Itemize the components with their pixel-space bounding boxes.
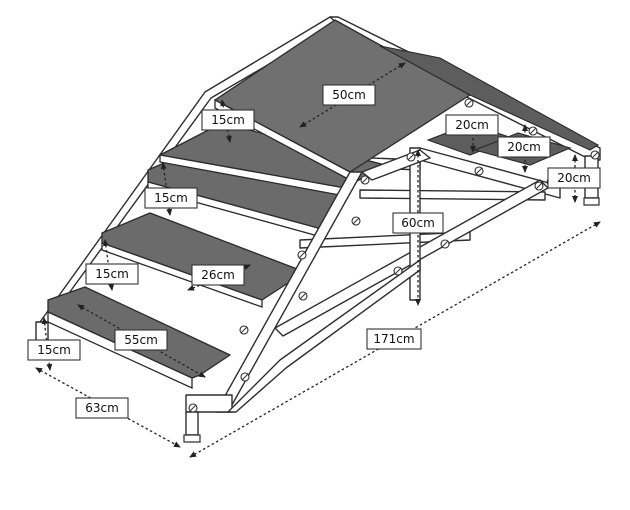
bolt: [188, 403, 198, 413]
label-rise-1: 15cm: [201, 109, 255, 131]
bolt: [393, 266, 403, 276]
bolt: [528, 126, 538, 136]
bolt: [474, 166, 484, 176]
bolt: [351, 216, 361, 226]
bolt: [360, 175, 370, 185]
bolt: [240, 372, 250, 382]
bolt: [239, 325, 249, 335]
label-tread-depth: 26cm: [191, 264, 245, 286]
svg-text:15cm: 15cm: [211, 113, 245, 127]
label-overall-length: 171cm: [366, 328, 422, 350]
label-tread-width: 55cm: [114, 329, 168, 351]
label-rise-4: 15cm: [27, 339, 81, 361]
svg-text:50cm: 50cm: [332, 88, 366, 102]
svg-text:15cm: 15cm: [154, 191, 188, 205]
label-rise-3: 15cm: [85, 263, 139, 285]
svg-text:171cm: 171cm: [373, 332, 414, 346]
label-platform-step-a: 20cm: [445, 114, 499, 136]
front-foot: [183, 434, 201, 443]
bolt: [440, 239, 450, 249]
svg-text:20cm: 20cm: [455, 118, 489, 132]
label-height: 60cm: [392, 212, 444, 234]
label-top-depth: 50cm: [322, 84, 376, 106]
label-overall-width: 63cm: [75, 397, 129, 419]
svg-text:26cm: 26cm: [201, 268, 235, 282]
svg-text:55cm: 55cm: [124, 333, 158, 347]
svg-text:20cm: 20cm: [557, 171, 591, 185]
bolt: [297, 250, 307, 260]
svg-text:20cm: 20cm: [507, 140, 541, 154]
bolt: [590, 150, 600, 160]
svg-text:15cm: 15cm: [95, 267, 129, 281]
bolt: [298, 291, 308, 301]
bolt: [406, 152, 416, 162]
rear-foot: [583, 197, 600, 206]
label-platform-step-b: 20cm: [497, 136, 551, 158]
svg-text:60cm: 60cm: [401, 216, 435, 230]
svg-text:15cm: 15cm: [37, 343, 71, 357]
label-rise-2: 15cm: [144, 187, 198, 209]
bolt: [534, 181, 544, 191]
svg-text:63cm: 63cm: [85, 401, 119, 415]
bolt: [464, 98, 474, 108]
label-platform-step-c: 20cm: [547, 167, 601, 189]
